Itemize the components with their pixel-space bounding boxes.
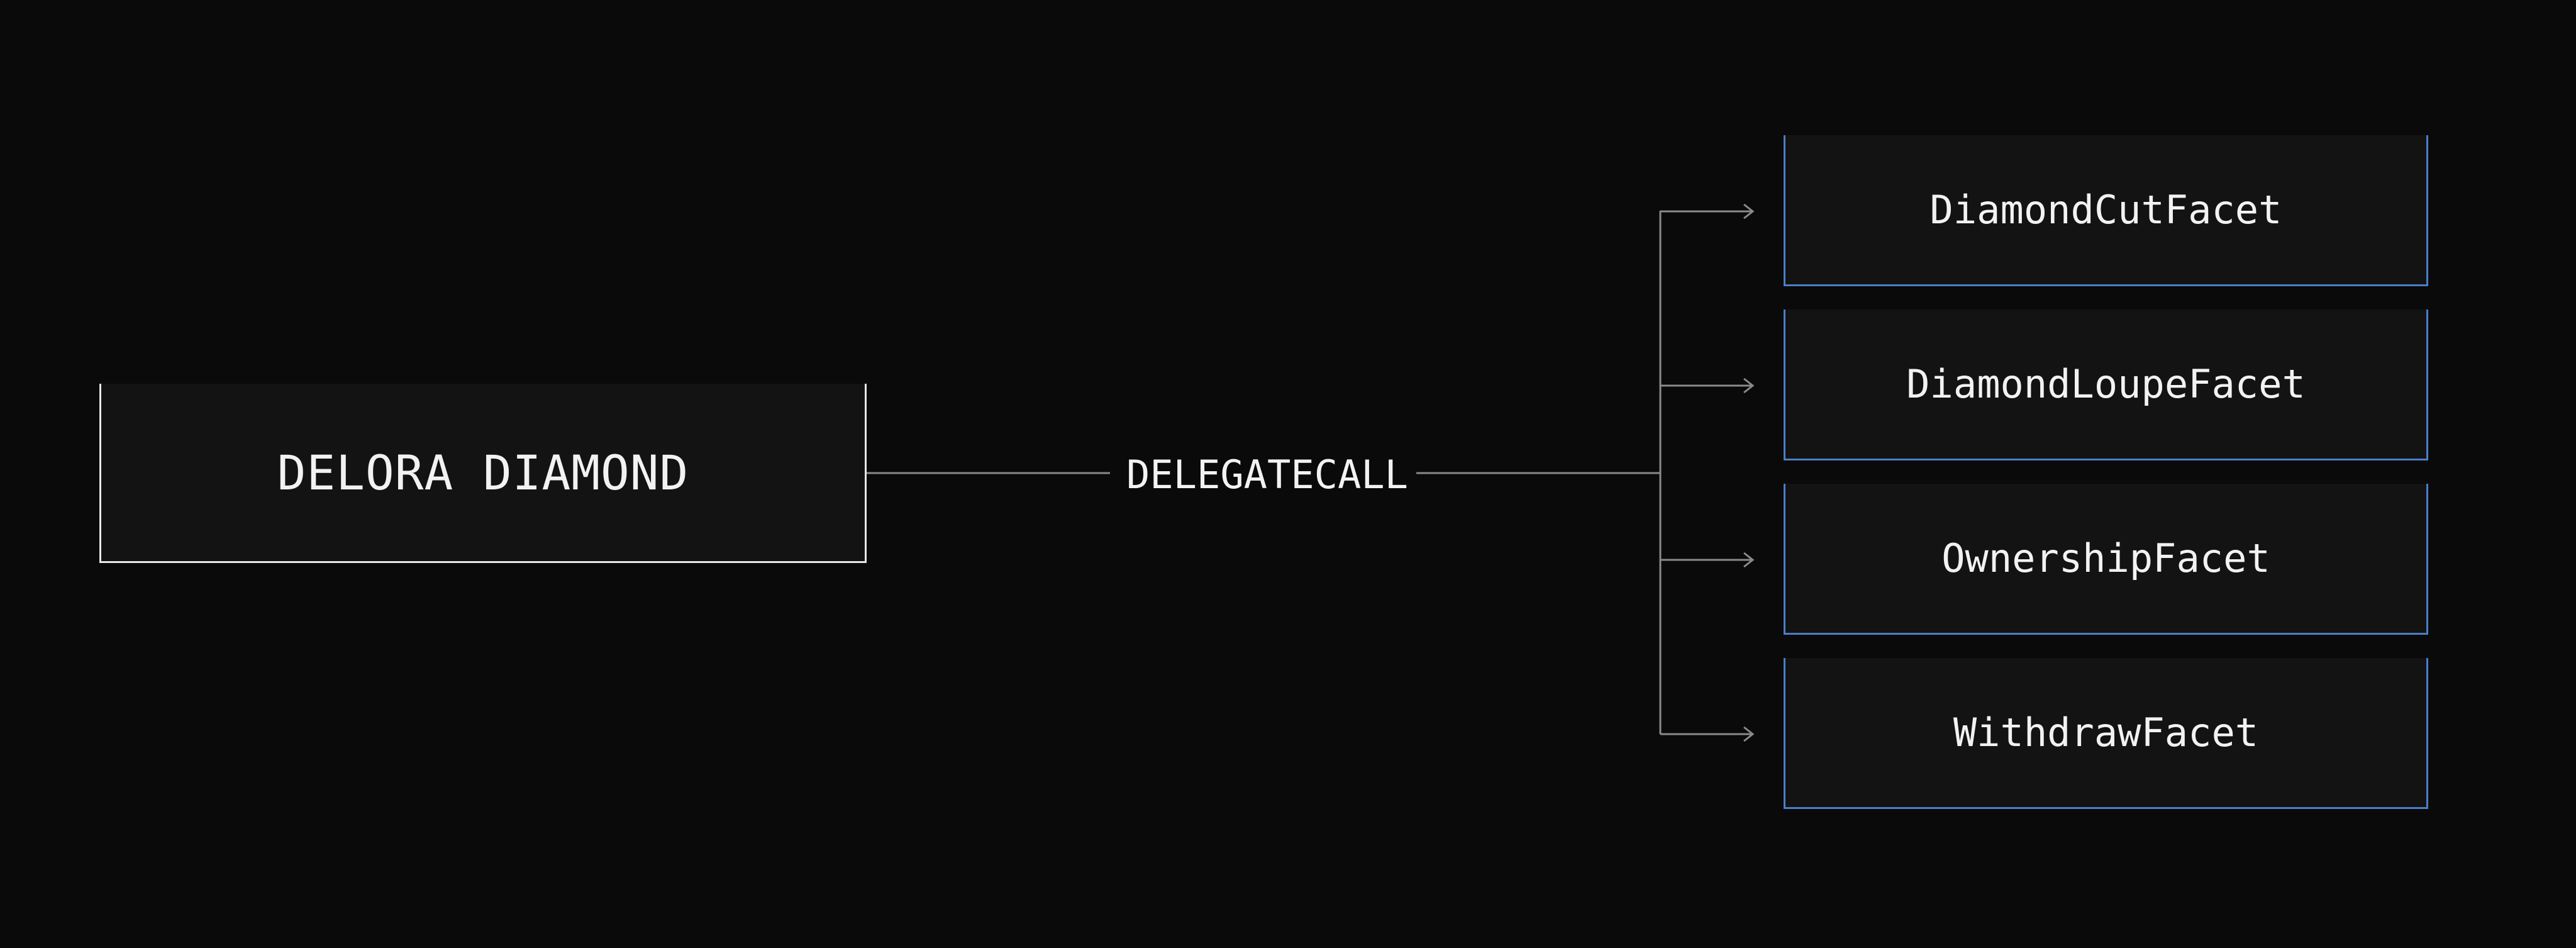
arrow-head-icon (1743, 377, 1755, 394)
arrow-head-icon (1743, 552, 1755, 568)
facet-label: DiamondCutFacet (1929, 187, 2282, 233)
facet-node-ownership: OwnershipFacet (1784, 484, 2428, 635)
facet-label: OwnershipFacet (1941, 535, 2270, 581)
facet-label: DiamondLoupeFacet (1906, 361, 2306, 407)
arrow-head-icon (1743, 726, 1755, 742)
facet-node-withdraw: WithdrawFacet (1784, 658, 2428, 809)
facet-node-diamond-loupe: DiamondLoupeFacet (1784, 309, 2428, 460)
arrow-head-icon (1743, 203, 1755, 220)
delora-diamond-node: DELORA DIAMOND (99, 384, 867, 563)
facet-node-diamond-cut: DiamondCutFacet (1784, 135, 2428, 286)
facet-label: WithdrawFacet (1953, 710, 2259, 756)
delora-diamond-label: DELORA DIAMOND (277, 444, 689, 501)
delegatecall-label: DELEGATECALL (1126, 451, 1408, 498)
